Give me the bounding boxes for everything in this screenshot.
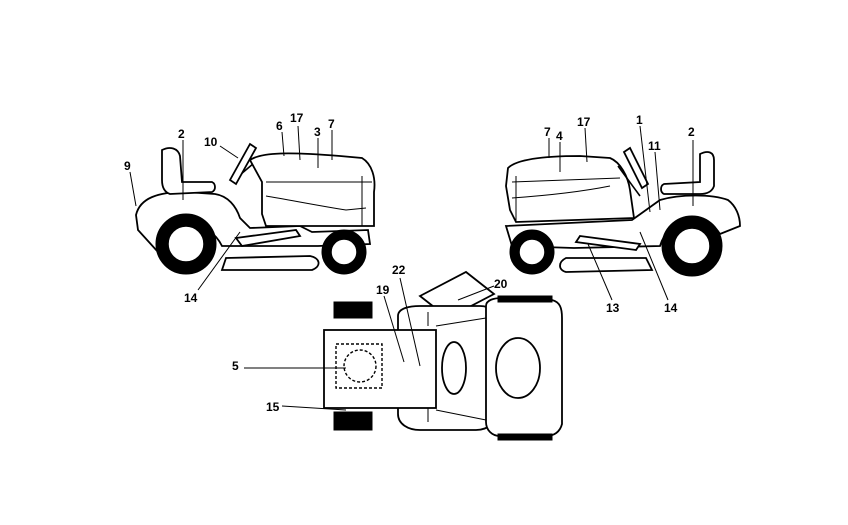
left-side-view [135, 142, 376, 275]
callout-right-11: 11 [648, 139, 661, 153]
left-front-rim [330, 238, 358, 266]
right-front-rim [518, 238, 546, 266]
right-rear-rim [673, 227, 711, 265]
right-hood [505, 155, 636, 223]
callout-left-3: 3 [314, 125, 321, 139]
right-lift-lever [574, 235, 642, 251]
callout-top-5: 5 [232, 359, 239, 373]
callout-right-17: 17 [577, 115, 591, 129]
right-steering-wheel [622, 146, 650, 190]
right-hood-side-line [511, 185, 611, 199]
top-steering-oval [441, 341, 467, 395]
callout-left-14: 14 [184, 291, 198, 305]
left-hood [248, 152, 376, 227]
callout-left-17: 17 [290, 111, 304, 125]
callout-left-10: 10 [204, 135, 218, 149]
top-seat-circle [343, 349, 377, 383]
right-steering-column [617, 165, 641, 197]
left-seat [161, 147, 216, 195]
callout-right-13: 13 [606, 301, 620, 315]
callout-left-2: 2 [178, 127, 185, 141]
callout-left-6: 6 [276, 119, 283, 133]
top-rear-fender [323, 329, 437, 409]
top-rear-tire-lower [333, 411, 373, 431]
callout-right-1: 1 [636, 113, 643, 127]
left-rear-rim [167, 225, 205, 263]
top-view [323, 270, 563, 441]
top-hood-line-upper [435, 317, 487, 327]
callout-right-14: 14 [664, 301, 678, 315]
callout-top-22: 22 [392, 263, 406, 277]
callout-left-9: 9 [124, 159, 131, 173]
left-mower-deck [220, 255, 320, 271]
top-front-tire-lower [497, 433, 553, 441]
top-hood-oval [495, 337, 541, 399]
callout-labels: 2 10 6 17 3 7 9 14 7 4 17 1 11 2 13 14 2… [124, 111, 695, 414]
callout-top-20: 20 [494, 277, 508, 291]
right-seat [660, 151, 715, 195]
right-mower-deck [559, 257, 654, 273]
callout-left-7: 7 [328, 117, 335, 131]
right-side-view [504, 146, 741, 277]
left-hood-side-line [265, 195, 367, 211]
left-lift-lever [234, 229, 302, 247]
callout-right-4: 4 [556, 129, 563, 143]
top-hood-line-lower [435, 409, 487, 421]
top-rear-tire-upper [333, 301, 373, 319]
right-hood-line [511, 177, 621, 183]
left-steering-wheel [228, 142, 258, 186]
top-front-tire-upper [497, 295, 553, 303]
callout-top-19: 19 [376, 283, 390, 297]
top-seat-outline [335, 343, 383, 389]
callout-right-7: 7 [544, 125, 551, 139]
leader-lines [129, 125, 694, 411]
callout-right-2: 2 [688, 125, 695, 139]
callout-top-15: 15 [266, 400, 280, 414]
